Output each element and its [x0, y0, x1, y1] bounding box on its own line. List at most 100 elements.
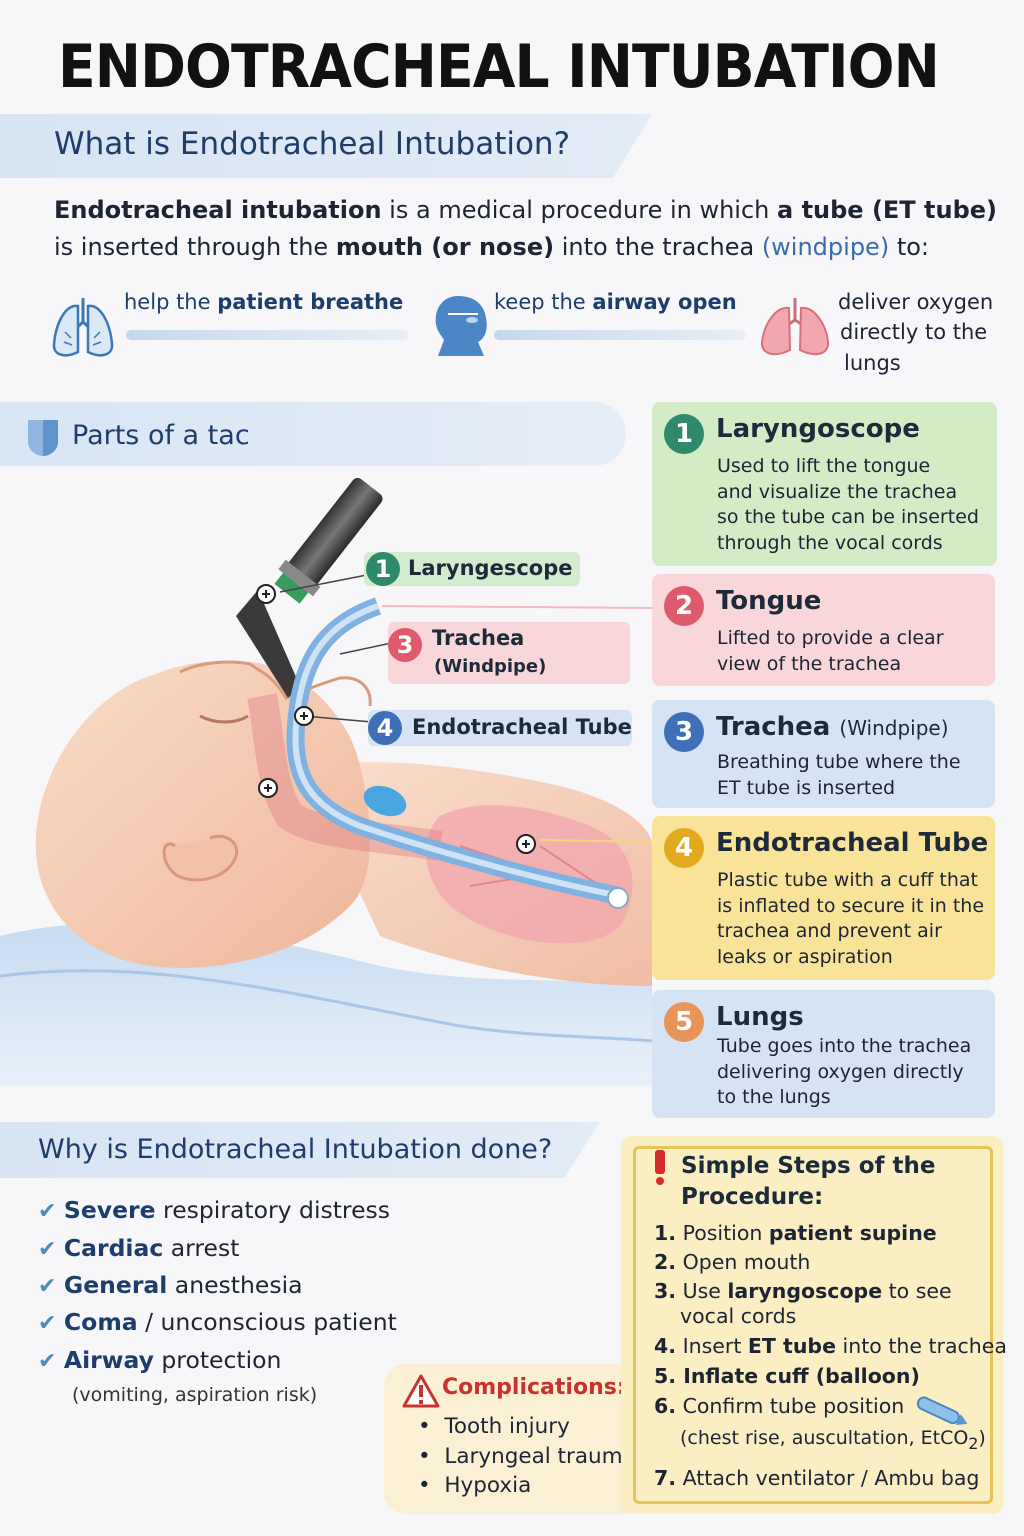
callout-label: Endotracheal Tube	[412, 715, 632, 739]
complication-text: Hypoxia	[444, 1473, 532, 1498]
card-lungs: 5 Lungs Tube goes into the trachea deliv…	[652, 990, 995, 1118]
card-line: delivering oxygen directly	[717, 1060, 964, 1083]
benefit-bar	[494, 330, 746, 340]
check-icon: ✔	[38, 1274, 57, 1299]
step-seg: Attach ventilator / Ambu bag	[676, 1466, 980, 1490]
complication-text: Tooth injury	[444, 1414, 570, 1439]
callout-number: 1	[366, 552, 400, 586]
step-seg: into the trachea	[836, 1334, 1007, 1358]
step-item-cont: (chest rise, auscultation, EtCO2)	[680, 1427, 986, 1453]
callout-number: 4	[368, 711, 402, 745]
check-icon: ✔	[38, 1349, 57, 1374]
callout-label: Laryngescope	[408, 556, 573, 580]
step-seg: 5.	[654, 1364, 677, 1388]
benefit-oxygen-2: directly to the	[840, 320, 988, 344]
card-desc: Plastic tube with a cuff that is inflate…	[717, 868, 984, 970]
step-item: 1. Position patient supine	[654, 1221, 937, 1245]
step-item: 3. Use laryngoscope to see	[654, 1279, 952, 1303]
card-line: trachea and prevent air	[717, 920, 942, 942]
intro-seg: into the trachea	[554, 233, 762, 261]
intro-seg: is a medical procedure in which	[381, 196, 778, 224]
steps-heading-2: Procedure:	[681, 1184, 824, 1210]
card-line: Plastic tube with a cuff that	[717, 869, 979, 891]
callout-number: 3	[388, 628, 422, 662]
steps-heading-1: Simple Steps of the	[681, 1153, 936, 1179]
card-number: 3	[664, 712, 704, 752]
step-item: 5. Inflate cuff (balloon)	[654, 1364, 920, 1388]
warning-icon	[402, 1374, 440, 1408]
step-seg: ET tube	[747, 1334, 837, 1358]
steps-border	[633, 1146, 993, 1504]
why-banner	[0, 1122, 600, 1178]
step-seg: patient supine	[768, 1221, 937, 1245]
why-item: ✔ Airway protection	[38, 1346, 281, 1374]
benefit-oxygen-1: deliver oxygen	[838, 290, 994, 314]
card-title: Endotracheal Tube	[716, 828, 989, 858]
intro-seg: mouth (or nose)	[335, 233, 555, 261]
what-heading: What is Endotracheal Intubation?	[54, 126, 571, 162]
card-title: Laryngoscope	[716, 414, 920, 444]
card-line: leaks or aspiration	[717, 945, 893, 968]
card-number: 2	[664, 586, 704, 626]
why-bold: Cardiac	[63, 1234, 164, 1262]
card-number: 4	[664, 828, 704, 868]
card-tongue: 2 Tongue Lifted to provide a clear view …	[652, 574, 995, 686]
step-sub: 2	[968, 1433, 979, 1453]
card-number: 5	[664, 1002, 704, 1042]
why-bold: Airway	[63, 1346, 154, 1374]
why-item: ✔ Coma / unconscious patient	[38, 1308, 397, 1336]
lungs-outline-icon	[52, 298, 114, 357]
step-seg: 7.	[654, 1466, 677, 1490]
why-bold: Coma	[63, 1308, 138, 1336]
step-seg: (chest rise, auscultation, EtCO	[680, 1427, 969, 1449]
card-line: Used to lift the tongue	[717, 455, 931, 477]
shield-icon	[28, 420, 58, 456]
intro-seg: to:	[889, 233, 929, 261]
card-line: so the tube can be inserted	[717, 506, 979, 528]
intro-seg: Endotracheal intubation	[54, 196, 382, 224]
card-title: Lungs	[716, 1002, 804, 1032]
exclamation-icon	[655, 1150, 665, 1185]
why-item: ✔ Severe respiratory distress	[38, 1196, 390, 1224]
step-seg: Insert	[676, 1334, 748, 1358]
step-seg: laryngoscope	[727, 1279, 883, 1303]
card-title: Tongue	[716, 586, 822, 616]
card-title-sub: (Windpipe)	[839, 716, 949, 740]
step-seg: Position	[676, 1221, 769, 1245]
card-desc: Tube goes into the trachea delivering ox…	[717, 1034, 971, 1111]
card-et-tube: 4 Endotracheal Tube Plastic tube with a …	[652, 816, 995, 980]
intro-seg: is inserted through the	[54, 233, 336, 261]
card-line: through the vocal cords	[717, 531, 943, 554]
pink-lungs-icon	[760, 298, 830, 356]
what-banner	[0, 114, 652, 178]
step-item: 6. Confirm tube position	[654, 1394, 904, 1418]
card-title: Trachea (Windpipe)	[716, 712, 949, 742]
benefit-text: help the	[124, 290, 218, 314]
benefit-breathe: help the patient breathe	[124, 290, 403, 314]
card-line: Breathing tube where the	[717, 751, 961, 773]
tube-icon	[916, 1396, 968, 1426]
card-title-text: Trachea	[716, 712, 831, 742]
parts-banner	[0, 402, 626, 466]
head-profile-icon	[435, 296, 487, 356]
complications-heading: Complications:	[442, 1375, 626, 1400]
card-desc: Breathing tube where the ET tube is inse…	[717, 750, 961, 801]
benefit-bar	[126, 330, 408, 340]
callout-et-tube: 4 Endotracheal Tube	[368, 710, 632, 746]
complication-item: • Hypoxia	[418, 1473, 532, 1498]
why-rest: arrest	[163, 1234, 240, 1262]
card-desc: Lifted to provide a clear view of the tr…	[717, 626, 944, 677]
why-heading: Why is Endotracheal Intubation done?	[38, 1134, 553, 1165]
card-line: view of the trachea	[717, 652, 902, 675]
card-trachea: 3 Trachea (Windpipe) Breathing tube wher…	[652, 700, 995, 808]
card-line: Lifted to provide a clear	[717, 627, 944, 649]
why-item: ✔ Cardiac arrest	[38, 1234, 239, 1262]
card-desc: Used to lift the tongue and visualize th…	[717, 454, 979, 556]
step-item: 7. Attach ventilator / Ambu bag	[654, 1466, 979, 1490]
why-rest: respiratory distress	[155, 1196, 391, 1224]
why-bold: Severe	[63, 1196, 156, 1224]
why-item: ✔ General anesthesia	[38, 1271, 303, 1299]
benefit-text: keep the	[494, 290, 593, 314]
why-rest: / unconscious patient	[137, 1308, 397, 1336]
complication-text: Laryngeal trauma	[444, 1444, 636, 1469]
